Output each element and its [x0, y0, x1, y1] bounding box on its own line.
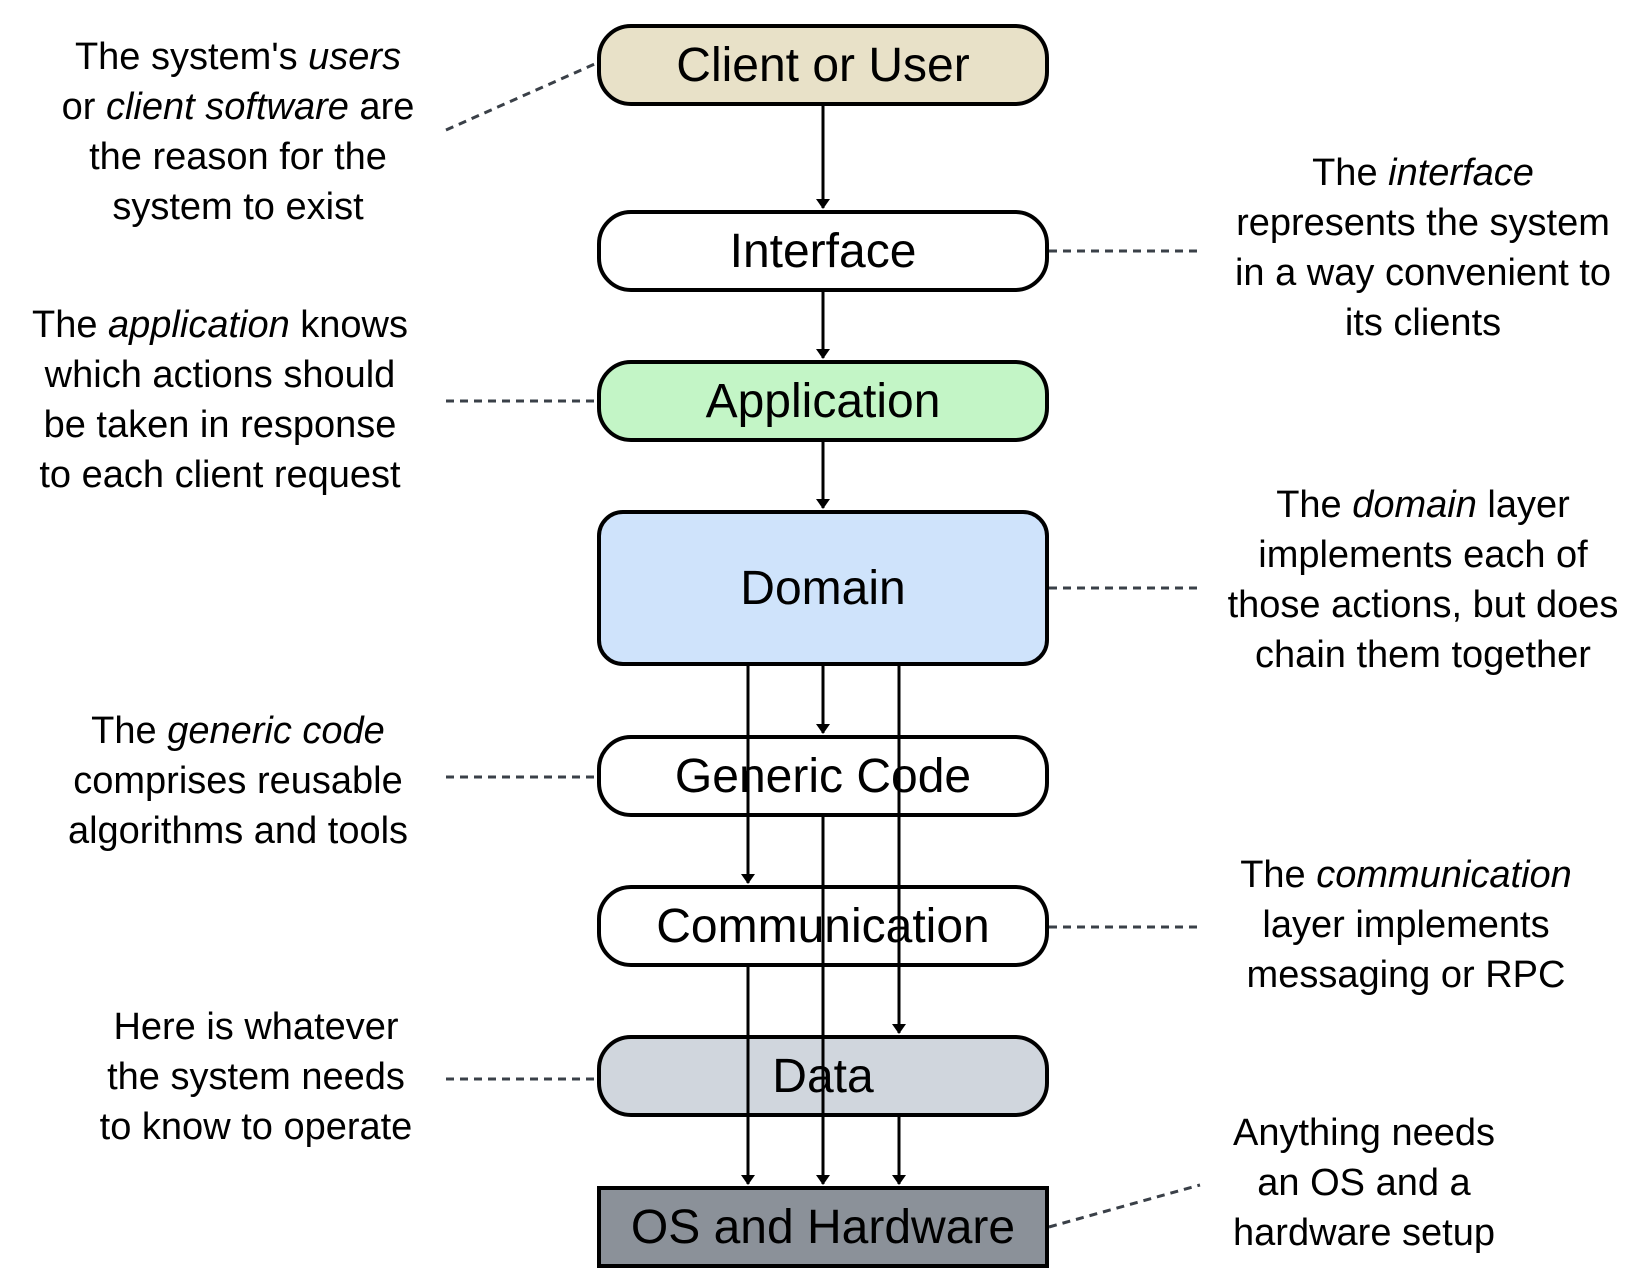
note-text: are	[348, 86, 415, 128]
note-text: The	[1240, 854, 1317, 896]
note-line: chain them together	[1255, 634, 1591, 676]
note-data: Here is whatever the system needs to kno…	[56, 1002, 456, 1152]
note-text: layer	[1476, 484, 1570, 526]
note-emphasis: users	[308, 36, 402, 78]
note-line: The generic code	[38, 706, 438, 756]
note-line: The communication	[1196, 850, 1616, 900]
note-line: represents the system	[1236, 202, 1610, 244]
layer-label: Interface	[729, 224, 917, 278]
note-generic-code: The generic code comprises reusable algo…	[38, 706, 438, 856]
note-line: comprises reusable	[73, 760, 403, 802]
note-line: system to exist	[112, 186, 364, 228]
note-line: its clients	[1344, 302, 1502, 344]
layer-domain: Domain	[597, 510, 1049, 666]
note-text: The	[1312, 152, 1389, 194]
note-line: be taken in response	[43, 404, 397, 446]
note-text: The	[91, 710, 168, 752]
layer-label: Client or User	[676, 38, 970, 92]
note-line: The system's users	[38, 32, 438, 82]
note-line: an OS and a	[1257, 1162, 1471, 1204]
layer-label: Data	[772, 1049, 874, 1103]
note-line: messaging or RPC	[1246, 954, 1566, 996]
note-line: the system needs	[107, 1056, 405, 1098]
note-line: The interface	[1200, 148, 1646, 198]
note-line: implements each of	[1258, 534, 1588, 576]
leader-client	[445, 61, 598, 132]
note-text: or	[61, 86, 106, 128]
note-text: knows	[289, 304, 408, 346]
note-text: The	[31, 304, 109, 346]
note-line: to know to operate	[99, 1106, 413, 1148]
note-line: to each client request	[39, 454, 401, 496]
layer-label: Application	[705, 374, 941, 428]
note-communication: The communication layer implements messa…	[1196, 850, 1616, 1000]
note-line: in a way convenient to	[1234, 252, 1611, 294]
layer-data: Data	[597, 1035, 1049, 1117]
layer-label: Generic Code	[674, 749, 972, 803]
note-emphasis: generic code	[167, 710, 385, 752]
note-line: hardware setup	[1233, 1212, 1495, 1254]
note-emphasis: application	[108, 304, 290, 346]
layer-communication: Communication	[597, 885, 1049, 967]
note-line: algorithms and tools	[67, 810, 409, 852]
leader-os	[1048, 1183, 1201, 1229]
layer-application: Application	[597, 360, 1049, 442]
note-text: The	[1276, 484, 1353, 526]
layer-generic-code: Generic Code	[597, 735, 1049, 817]
note-line: those actions, but does	[1227, 584, 1619, 626]
note-line: Here is whatever	[113, 1006, 399, 1048]
note-domain: The domain layer implements each of thos…	[1200, 480, 1646, 680]
note-interface: The interface represents the system in a…	[1200, 148, 1646, 348]
note-application: The application knows which actions shou…	[8, 300, 432, 500]
layer-interface: Interface	[597, 210, 1049, 292]
layer-label: Communication	[656, 899, 990, 953]
note-emphasis: interface	[1388, 152, 1534, 194]
note-line: Anything needs	[1233, 1112, 1495, 1154]
note-emphasis: client software	[105, 86, 349, 128]
note-line: layer implements	[1262, 904, 1550, 946]
layer-client-or-user: Client or User	[597, 24, 1049, 106]
layer-os-and-hardware: OS and Hardware	[597, 1186, 1049, 1268]
note-line: or client software are	[38, 82, 438, 132]
note-line: the reason for the	[89, 136, 387, 178]
note-line: The application knows	[8, 300, 432, 350]
layer-label: Domain	[740, 561, 906, 615]
note-emphasis: domain	[1352, 484, 1477, 526]
note-line: The domain layer	[1200, 480, 1646, 530]
note-line: which actions should	[44, 354, 396, 396]
note-emphasis: communication	[1316, 854, 1572, 896]
note-os-and-hardware: Anything needs an OS and a hardware setu…	[1184, 1108, 1544, 1258]
note-client-or-user: The system's users or client software ar…	[38, 32, 438, 232]
layer-label: OS and Hardware	[630, 1200, 1016, 1254]
note-text: The system's	[74, 36, 309, 78]
